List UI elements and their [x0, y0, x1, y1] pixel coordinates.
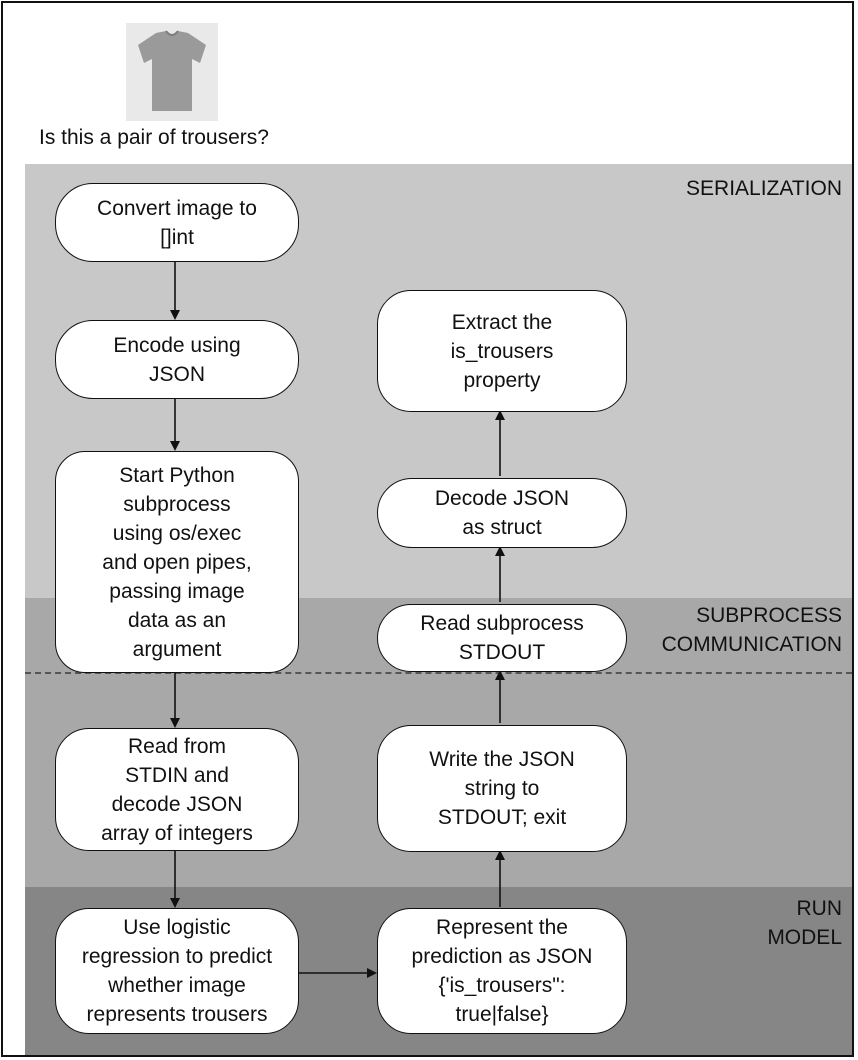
- decode-json-node: Decode JSON as struct: [377, 478, 627, 548]
- write-json-node: Write the JSON string to STDOUT; exit: [377, 725, 627, 852]
- t-shirt-image: [126, 23, 218, 121]
- section-divider: [25, 672, 852, 674]
- flow-arrows: [170, 262, 505, 978]
- serialization-label: SERIALIZATION: [686, 177, 842, 200]
- read-stdout-node: Read subprocess STDOUT: [377, 604, 627, 672]
- subprocess-communication-label: SUBPROCESS COMMUNICATION: [661, 604, 842, 656]
- run-model-label: RUN MODEL: [767, 897, 842, 949]
- encode-json-node: Encode using JSON: [55, 320, 299, 399]
- question-text: Is this a pair of trousers?: [39, 126, 269, 149]
- read-stdin-node: Read from STDIN and decode JSON array of…: [55, 728, 299, 851]
- extract-property-node: Extract the is_trousers property: [377, 290, 627, 412]
- convert-image-node: Convert image to []int: [55, 183, 299, 262]
- logistic-regression-node: Use logistic regression to predict wheth…: [55, 908, 299, 1034]
- represent-prediction-node: Represent the prediction as JSON {'is_tr…: [377, 908, 627, 1034]
- start-python-subprocess-node: Start Python subprocess using os/exec an…: [55, 451, 299, 673]
